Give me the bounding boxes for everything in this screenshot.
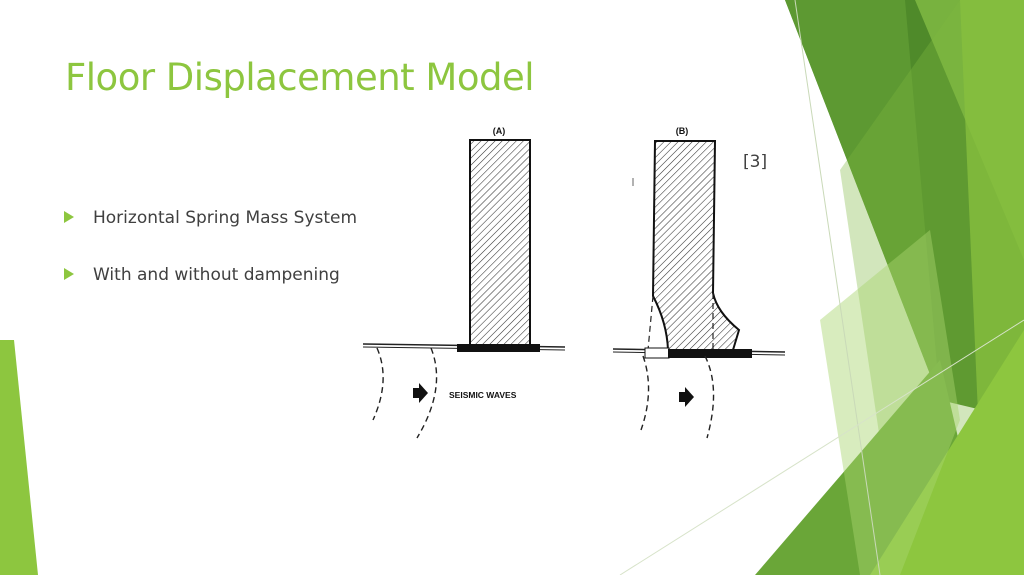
panel-a-label: (A) xyxy=(493,126,506,136)
seismic-waves-label: SEISMIC WAVES xyxy=(449,390,517,400)
original-position-line-1 xyxy=(647,295,654,351)
foundation-b-displaced-gap xyxy=(644,347,670,359)
bullet-item: With and without dampening xyxy=(64,263,356,291)
bullet-item: Horizontal Spring Mass System xyxy=(64,206,356,234)
bullet-text: Horizontal Spring Mass System xyxy=(93,208,356,228)
wave-direction-arrow-icon xyxy=(413,383,428,403)
seismic-wave-a1 xyxy=(372,347,384,421)
bullet-arrow-icon xyxy=(64,211,74,223)
foundation-a xyxy=(457,344,540,352)
seismic-wave-b2 xyxy=(704,355,715,439)
building-b xyxy=(651,140,741,351)
citation-label: [3] xyxy=(743,152,768,172)
bullet-list: Horizontal Spring Mass System With and w… xyxy=(64,206,356,320)
wave-direction-arrow-icon xyxy=(679,387,694,407)
building-displacement-figure: (A) SEISMIC WAVES (B) xyxy=(362,126,786,439)
seismic-wave-b1 xyxy=(640,355,650,431)
panel-b-label: (B) xyxy=(676,126,689,136)
building-a xyxy=(469,139,531,347)
foundation-b xyxy=(668,349,752,358)
slide-title: Floor Displacement Model xyxy=(65,56,535,99)
bullet-text: With and without dampening xyxy=(93,265,340,285)
seismic-wave-a2 xyxy=(416,347,438,439)
bullet-arrow-icon xyxy=(64,268,74,280)
